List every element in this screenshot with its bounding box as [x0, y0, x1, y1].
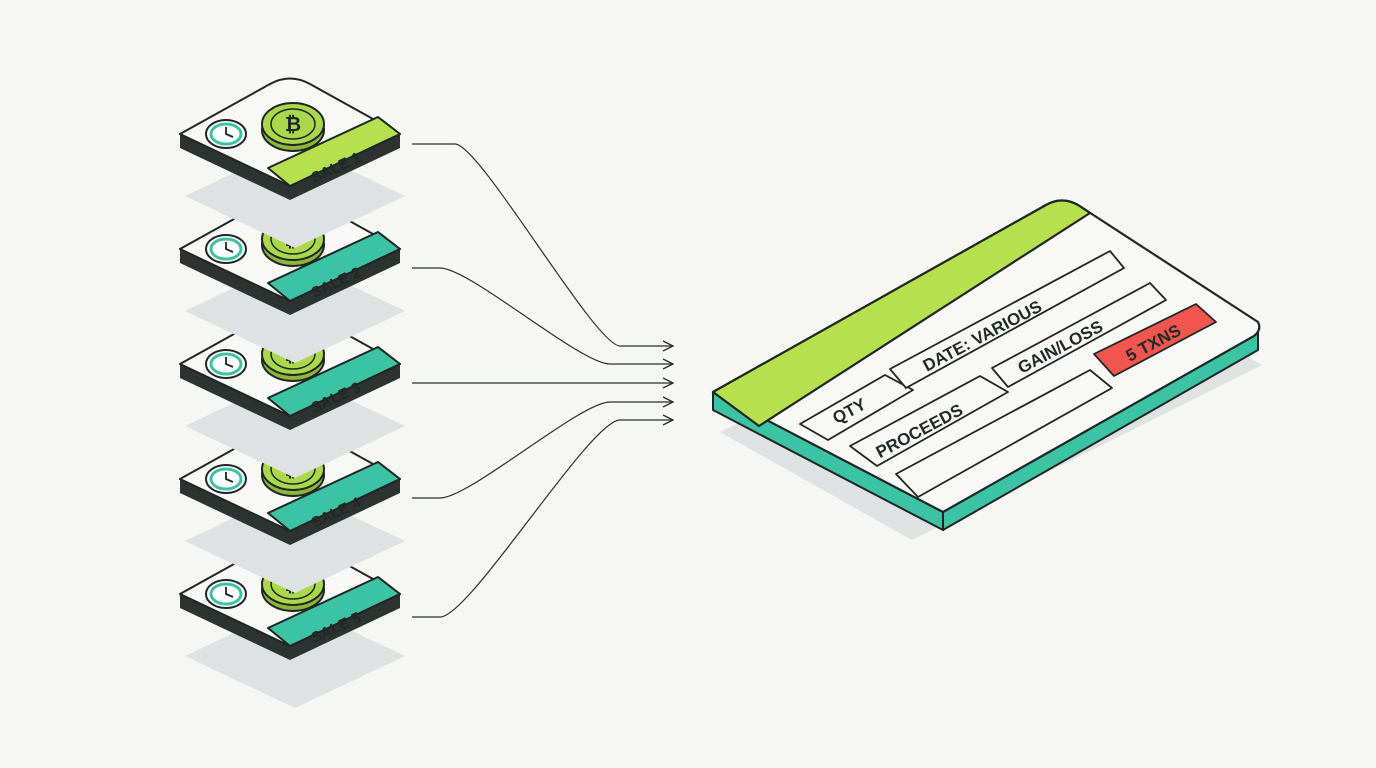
connector-sale-2 [412, 267, 673, 364]
clock-icon [205, 579, 247, 609]
clock-icon [205, 464, 247, 494]
clock-icon [205, 349, 247, 379]
empty-field [895, 369, 1113, 498]
connectors [412, 143, 673, 618]
form-header-band [711, 199, 1092, 428]
svg-text:₿: ₿ [285, 112, 301, 136]
connector-sale-5 [412, 420, 673, 618]
tax-form: QTY DATE: VARIOUS PROCEEDS GAIN/LOSS 5 T… [711, 199, 1262, 540]
connector-sale-4 [412, 402, 673, 499]
clock-icon [205, 119, 247, 149]
clock-icon [205, 234, 247, 264]
sale-card-1: ₿ SALE 1 [179, 77, 405, 248]
connector-sale-1 [412, 143, 673, 346]
bitcoin-coin-icon: ₿ [261, 102, 325, 152]
